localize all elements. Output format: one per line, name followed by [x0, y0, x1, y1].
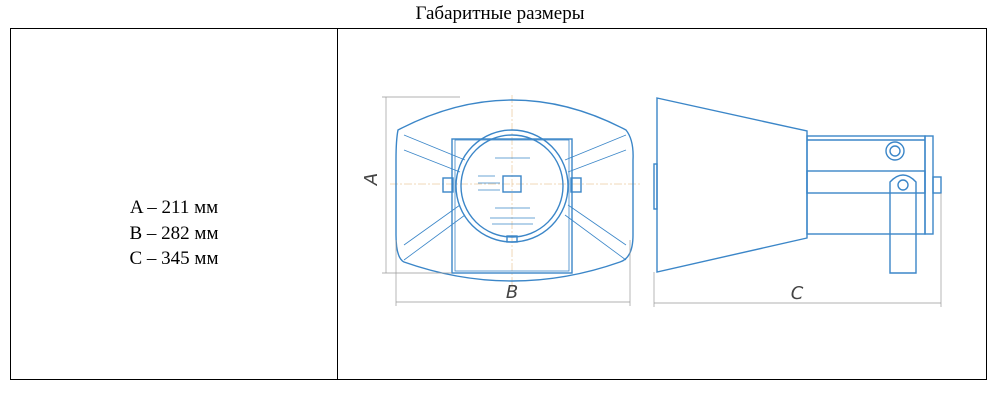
table-divider	[337, 29, 338, 379]
label-a: A	[361, 173, 382, 186]
section-title: Габаритные размеры	[415, 3, 585, 24]
dimension-a: A – 211 мм	[129, 197, 219, 218]
dimensions-list: A – 211 мм B – 282 мм C – 345 мм	[11, 195, 337, 272]
front-view	[390, 95, 640, 290]
dimension-b: B – 282 мм	[129, 222, 219, 244]
label-b: B	[506, 282, 518, 303]
side-view	[653, 97, 942, 274]
dimension-c: C – 345 мм	[129, 248, 219, 269]
label-c: C	[791, 283, 804, 304]
dimensions-table: A – 211 мм B – 282 мм C – 345 мм	[10, 28, 987, 380]
dimension-lines	[382, 96, 942, 307]
